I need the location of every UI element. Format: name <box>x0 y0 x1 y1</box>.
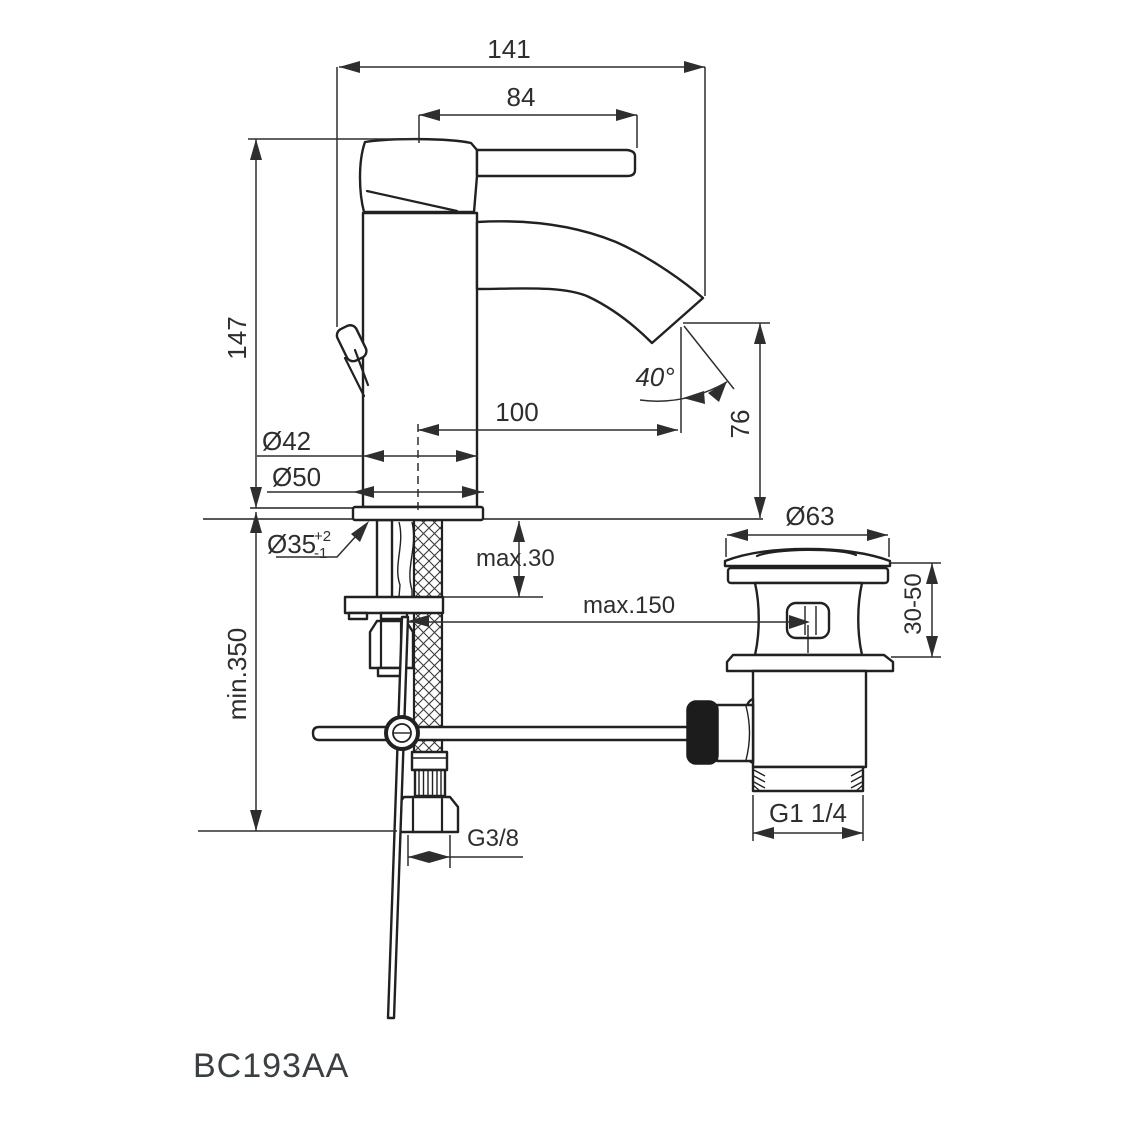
horseshoe-washer <box>343 595 445 615</box>
dim-hole-diameter-label: Ø35 <box>267 529 316 559</box>
horizontal-rod <box>311 725 690 742</box>
dim-rod-max-distance: max.150 <box>408 592 810 629</box>
dim-waste-cap-diameter-label: Ø63 <box>785 501 834 531</box>
dim-handle-length-label: 84 <box>507 82 536 112</box>
dim-waste-thread-label: G1 1/4 <box>769 798 847 828</box>
waste-thread-section <box>751 765 865 793</box>
dim-inlet-thread-label: G3/8 <box>467 825 519 852</box>
dim-spout-reach: 100 <box>417 397 678 514</box>
dim-waste-clamp-range-label: 30-50 <box>900 573 927 634</box>
dim-overall-width-label: 141 <box>487 34 530 64</box>
spout <box>475 220 705 345</box>
dim-handle-length: 84 <box>418 82 638 148</box>
faucet-outline <box>335 137 705 522</box>
dim-deck-max-thickness-label: max.30 <box>476 545 555 572</box>
dim-base-diameter-label: Ø50 <box>272 462 321 492</box>
product-code: BC193AA <box>193 1047 349 1085</box>
faucet-body <box>361 211 479 509</box>
pop-up-knob-stem <box>343 348 370 398</box>
dim-hole-tol-minus: -1 <box>314 545 327 562</box>
dim-rod-max-distance-label: max.150 <box>583 592 675 619</box>
dim-base-diameter: Ø50 <box>267 462 484 498</box>
dim-inlet-thread: G3/8 <box>407 825 523 868</box>
waste-lower-flange <box>725 653 895 673</box>
lever-handle <box>475 148 637 178</box>
supply-hose <box>343 518 460 834</box>
dim-waste-cap-diameter: Ø63 <box>725 501 890 557</box>
pop-up-rod-linkage <box>311 615 755 1020</box>
dim-spout-reach-label: 100 <box>495 397 538 427</box>
dim-spout-angle-label: 40° <box>635 362 674 392</box>
dim-hose-min-length-label: min.350 <box>222 628 252 721</box>
dim-waste-clamp-range: 30-50 <box>889 562 941 658</box>
inner-hose-line <box>397 521 402 598</box>
dim-hose-min-length: min.350 <box>198 512 397 832</box>
dim-spout-height: 76 <box>683 322 770 518</box>
dim-overall-width: 141 <box>336 34 706 327</box>
dim-height-label: 147 <box>222 316 252 359</box>
threaded-stud <box>375 518 394 600</box>
dim-spout-height-label: 76 <box>725 410 755 439</box>
dim-spout-angle: 40° <box>635 325 735 433</box>
dim-deck-max-thickness: max.30 <box>443 521 555 598</box>
waste-tailpiece <box>751 669 868 769</box>
hose-ferrule <box>410 750 449 772</box>
dim-body-diameter-label: Ø42 <box>262 426 311 456</box>
rod-connector-knurl <box>686 700 719 765</box>
dimension-annotations: 141 84 147 min.350 max.30 <box>198 34 941 868</box>
dim-waste-thread: G1 1/4 <box>752 795 864 841</box>
dim-hole-diameter: Ø35 +2 -1 <box>267 521 369 562</box>
dim-height: 147 <box>222 138 420 508</box>
mixer-cartridge-hub <box>358 137 479 214</box>
waste-plug-cap <box>723 547 892 568</box>
braided-hose <box>412 518 444 755</box>
waste-flange <box>726 566 890 585</box>
dim-hole-tol-plus: +2 <box>314 528 331 545</box>
dim-body-diameter: Ø42 <box>257 426 478 462</box>
hose-end-nut <box>394 795 460 834</box>
washer-tab <box>347 611 369 621</box>
